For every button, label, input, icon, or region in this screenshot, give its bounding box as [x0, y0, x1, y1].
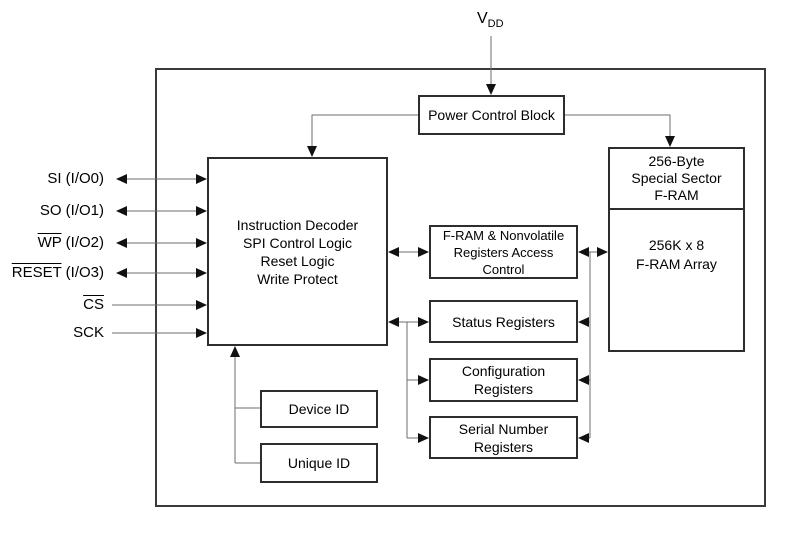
unique-id-label: Unique ID [287, 455, 351, 471]
power-control-block: Power Control Block [418, 95, 565, 135]
pin-cs-overline: CS [83, 296, 104, 313]
pin-reset-text: (I/O3) [61, 264, 104, 281]
special-sector-line2: Special Sector [631, 170, 722, 186]
chip-boundary-box [155, 68, 766, 507]
pin-label-wp: WP (I/O2) [0, 233, 104, 253]
fram-array-section: 256K x 8 F-RAM Array [610, 210, 743, 350]
vdd-supply-label: VDD [477, 10, 504, 30]
status-registers-label: Status Registers [452, 313, 555, 330]
serial-number-line2: Registers [473, 438, 534, 455]
configuration-line2: Registers [473, 381, 534, 397]
special-sector-line1: 256-Byte [648, 153, 705, 169]
serial-number-registers-block: Serial Number Registers [429, 416, 578, 459]
instruction-decoder-block: Instruction Decoder SPI Control Logic Re… [207, 157, 388, 346]
unique-id-block: Unique ID [260, 443, 378, 483]
pin-sck-text: SCK [73, 324, 104, 341]
special-sector-section: 256-Byte Special Sector F-RAM [610, 149, 743, 210]
configuration-line1: Configuration [461, 363, 546, 379]
pin-label-sck: SCK [0, 323, 104, 343]
configuration-registers-block: Configuration Registers [429, 358, 578, 402]
pin-reset-overline: RESET [11, 264, 62, 281]
pin-wp-overline: WP [37, 234, 62, 251]
pin-wp-text: (I/O2) [61, 234, 104, 251]
pin-label-so: SO (I/O1) [0, 201, 104, 221]
pin-label-cs: CS [0, 295, 104, 315]
main-block-line4: Write Protect [257, 270, 338, 287]
access-control-line2: Registers Access [453, 244, 554, 260]
pin-si-text: SI (I/O0) [47, 170, 104, 187]
fram-memory-block: 256-Byte Special Sector F-RAM 256K x 8 F… [608, 147, 745, 352]
access-control-line1: F-RAM & Nonvolatile [442, 227, 565, 243]
fram-array-line2: F-RAM Array [636, 256, 717, 272]
pin-label-si: SI (I/O0) [0, 169, 104, 189]
pin-label-reset: RESET (I/O3) [0, 263, 104, 283]
special-sector-line3: F-RAM [654, 187, 699, 203]
device-id-label: Device ID [288, 401, 350, 417]
access-control-line3: Control [482, 261, 525, 277]
main-block-line1: Instruction Decoder [236, 216, 359, 233]
vdd-subscript: DD [487, 18, 504, 31]
pin-so-text: SO (I/O1) [39, 202, 104, 219]
main-block-line3: Reset Logic [260, 252, 335, 269]
vdd-name: V [477, 10, 488, 27]
main-block-line2: SPI Control Logic [243, 234, 352, 251]
status-registers-block: Status Registers [429, 300, 578, 343]
access-control-block: F-RAM & Nonvolatile Registers Access Con… [429, 225, 578, 279]
device-id-block: Device ID [260, 390, 378, 428]
fram-array-line1: 256K x 8 [648, 237, 705, 253]
serial-number-line1: Serial Number [458, 420, 549, 437]
power-control-label: Power Control Block [428, 107, 555, 123]
